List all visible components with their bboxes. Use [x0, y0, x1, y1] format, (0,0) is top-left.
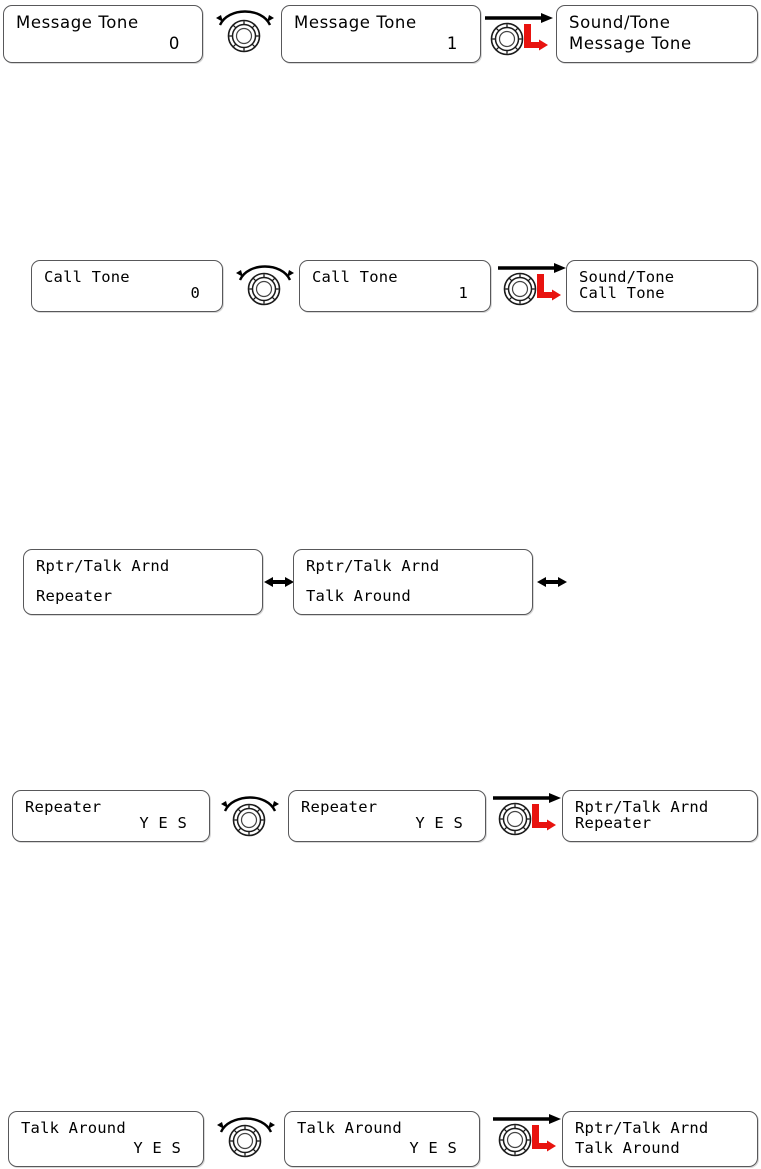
lcd-line-bottom: Repeater — [36, 586, 113, 605]
right-arrow-icon — [493, 1113, 563, 1125]
rotate-arc-arrow-icon — [219, 789, 281, 815]
right-arrow-icon — [493, 792, 563, 804]
lcd-line-top: Message Tone — [16, 13, 139, 32]
lcd-repeater-result: Rptr/Talk Arnd Repeater — [562, 790, 758, 842]
lcd-message-tone-before: Message Tone 0 — [3, 5, 203, 63]
rotary-knob-icon — [228, 1124, 262, 1158]
lcd-line-top: Talk Around — [21, 1119, 126, 1137]
lcd-talk-around-before: Talk Around Y E S — [8, 1111, 204, 1167]
lcd-call-tone-before: Call Tone 0 — [31, 260, 223, 312]
lcd-line-bottom: Message Tone — [569, 33, 692, 53]
lcd-line-top: Repeater — [301, 798, 378, 816]
lcd-repeater-after: Repeater Y E S — [288, 790, 486, 842]
lcd-line-bottom: 0 — [168, 33, 180, 53]
rotary-knob-icon — [498, 802, 532, 836]
double-headed-arrow-icon — [263, 573, 295, 591]
lcd-line-bottom: Y E S — [139, 813, 187, 832]
lcd-line-top: Call Tone — [312, 268, 398, 286]
lcd-line-top: Rptr/Talk Arnd — [575, 1119, 709, 1137]
lcd-line-bottom: 0 — [190, 283, 200, 302]
lcd-line-top: Sound/Tone — [569, 13, 671, 32]
lcd-line-bottom: 1 — [458, 283, 468, 302]
right-arrow-icon — [498, 262, 568, 274]
lcd-line-top: Rptr/Talk Arnd — [36, 557, 170, 575]
right-arrow-icon — [485, 12, 555, 24]
lcd-line-bottom: Repeater — [575, 813, 652, 832]
lcd-call-tone-result: Sound/Tone Call Tone — [566, 260, 758, 312]
lcd-line-top: Sound/Tone — [579, 268, 675, 286]
rotate-arc-arrow-icon — [234, 258, 296, 284]
lcd-line-top: Message Tone — [294, 13, 417, 32]
lcd-line-top: Call Tone — [44, 268, 130, 286]
lcd-rptr-talk-arnd-talk-around: Rptr/Talk Arnd Talk Around — [293, 549, 533, 615]
lcd-line-bottom: Talk Around — [306, 586, 411, 605]
lcd-line-bottom: Y E S — [409, 1138, 457, 1157]
double-headed-arrow-icon — [536, 573, 568, 591]
red-enter-l-arrow-icon — [521, 22, 551, 54]
rotary-knob-icon — [503, 272, 537, 306]
rotary-knob-icon — [247, 272, 281, 306]
red-enter-l-arrow-icon — [529, 1123, 559, 1155]
lcd-call-tone-after: Call Tone 1 — [299, 260, 491, 312]
lcd-line-top: Talk Around — [297, 1119, 402, 1137]
lcd-line-bottom: Y E S — [415, 813, 463, 832]
rotate-arc-arrow-icon — [215, 1110, 277, 1136]
lcd-repeater-before: Repeater Y E S — [12, 790, 210, 842]
lcd-message-tone-after: Message Tone 1 — [281, 5, 481, 63]
red-enter-l-arrow-icon — [534, 272, 564, 304]
lcd-line-top: Rptr/Talk Arnd — [306, 557, 440, 575]
rotary-knob-icon — [227, 19, 261, 53]
lcd-line-bottom: 1 — [446, 33, 458, 53]
rotary-knob-icon — [498, 1123, 532, 1157]
lcd-line-top: Rptr/Talk Arnd — [575, 798, 709, 816]
lcd-line-bottom: Call Tone — [579, 283, 665, 302]
rotary-knob-icon — [490, 22, 524, 56]
lcd-line-top: Repeater — [25, 798, 102, 816]
lcd-message-tone-result: Sound/Tone Message Tone — [556, 5, 758, 63]
lcd-talk-around-after: Talk Around Y E S — [284, 1111, 480, 1167]
lcd-line-bottom: Talk Around — [575, 1138, 680, 1157]
lcd-line-bottom: Y E S — [133, 1138, 181, 1157]
rotary-knob-icon — [232, 803, 266, 837]
red-enter-l-arrow-icon — [529, 802, 559, 834]
rotate-arc-arrow-icon — [214, 3, 276, 29]
lcd-rptr-talk-arnd-repeater: Rptr/Talk Arnd Repeater — [23, 549, 263, 615]
lcd-talk-around-result: Rptr/Talk Arnd Talk Around — [562, 1111, 758, 1167]
